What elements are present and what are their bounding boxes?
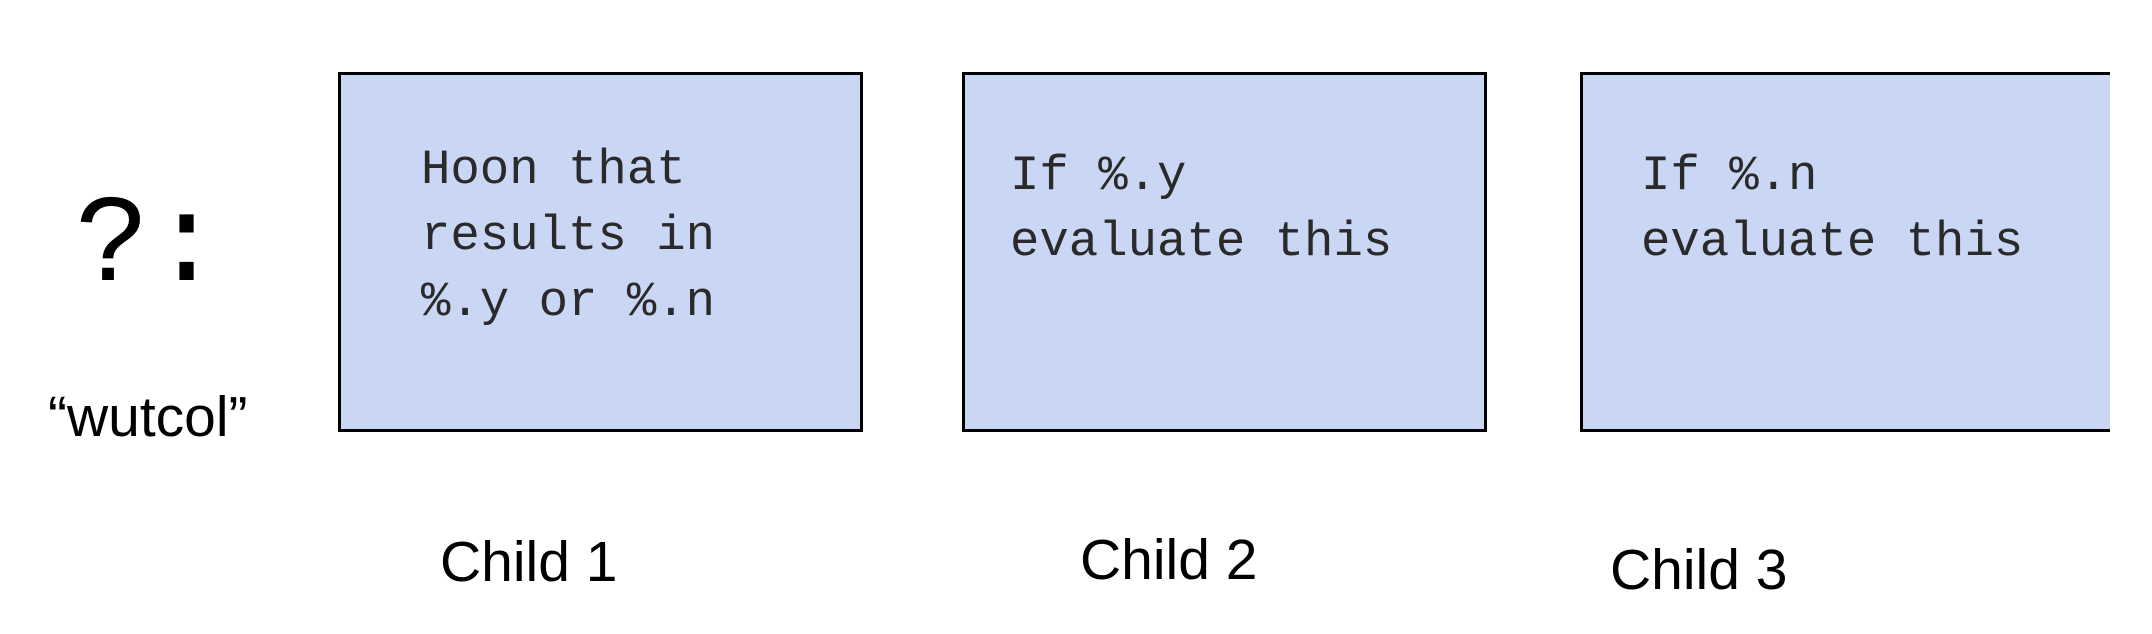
child-1-box: Hoon that results in %.y or %.n: [338, 72, 863, 432]
child-3-label: Child 3: [1610, 538, 1788, 602]
child-1-label: Child 1: [440, 530, 618, 594]
child-2-box: If %.y evaluate this: [962, 72, 1487, 432]
code-line: evaluate this: [1641, 214, 2024, 270]
code-line: Hoon that: [421, 142, 686, 198]
code-line: %.y or %.n: [421, 274, 716, 330]
child-2-code: If %.y evaluate this: [1010, 143, 1392, 275]
child-2-label: Child 2: [1080, 528, 1258, 592]
code-line: If %.n: [1641, 148, 1818, 204]
rune-glyph: ?:: [75, 178, 224, 318]
code-line: evaluate this: [1010, 214, 1393, 270]
child-1-code: Hoon that results in %.y or %.n: [421, 137, 715, 335]
child-3-box: If %.n evaluate this: [1580, 72, 2110, 432]
code-line: results in: [421, 208, 716, 264]
child-3-code: If %.n evaluate this: [1641, 143, 2023, 275]
rune-name: “wutcol”: [48, 385, 248, 449]
code-line: If %.y: [1010, 148, 1187, 204]
